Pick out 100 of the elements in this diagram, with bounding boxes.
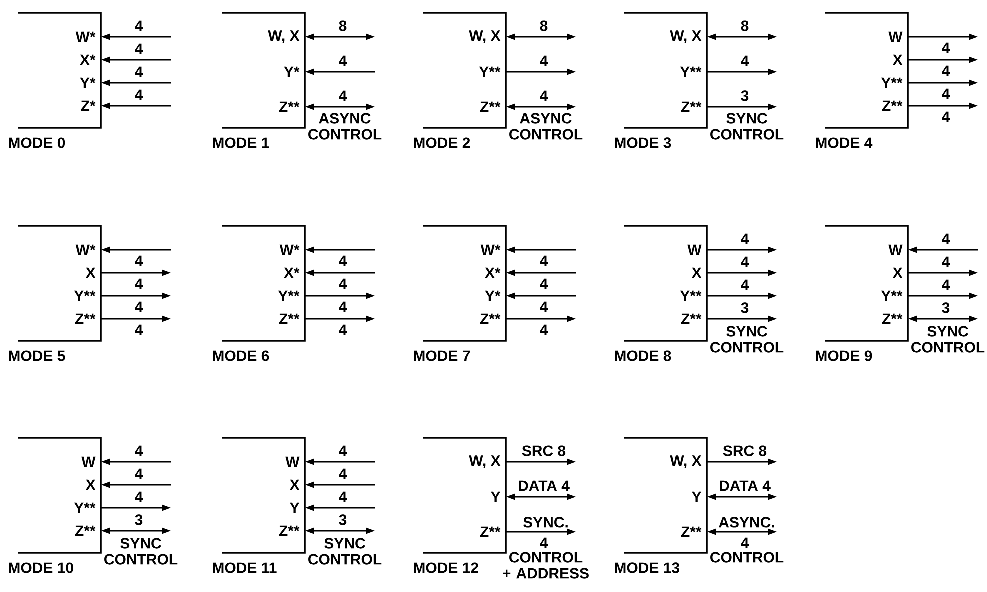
edge-label: DATA 4 <box>519 480 570 492</box>
port-label: Z** <box>681 102 702 112</box>
port-label: W <box>888 244 903 256</box>
edge-label: 4 <box>339 492 348 502</box>
control-note: ASYNC CONTROL <box>510 113 583 140</box>
edge-label: 4 <box>942 112 950 122</box>
edge-label: 8 <box>540 20 548 32</box>
edge-label: 3 <box>942 302 950 314</box>
edge-label: 4 <box>339 446 348 456</box>
edge-label: 4 <box>135 20 144 32</box>
mode-caption: MODE 6 <box>213 350 270 362</box>
port-label: X <box>86 480 96 490</box>
control-note: SYNC CONTROL <box>104 538 178 565</box>
mode-caption: MODE 9 <box>816 350 872 362</box>
control-note: SYNC CONTROL <box>710 326 784 353</box>
edge-label: 4 <box>339 56 348 66</box>
edge-label: 4 <box>339 90 348 102</box>
edge-label: 4 <box>135 302 144 312</box>
port-label: Z** <box>279 102 300 112</box>
edge-label: 4 <box>540 56 548 66</box>
control-note: ASYNC CONTROL <box>308 113 382 140</box>
port-label: Y <box>290 502 300 514</box>
port-label: W <box>286 456 300 468</box>
port-label: X <box>290 480 300 490</box>
mode-caption: MODE 0 <box>9 138 66 148</box>
edge-label: 4 <box>135 44 144 54</box>
mode-caption: MODE 1 <box>213 138 270 148</box>
port-label: W* <box>76 32 96 42</box>
control-note: SYNC CONTROL <box>912 326 985 353</box>
edge-label: 4 <box>135 446 144 456</box>
edge-label: 4 <box>135 492 144 502</box>
edge-label: 4 <box>741 234 750 244</box>
port-label: W* <box>280 244 300 256</box>
edge-label: 4 <box>540 324 548 336</box>
port-label: X <box>892 54 903 66</box>
port-label: Z* <box>81 100 96 112</box>
port-label: W, X <box>469 30 501 44</box>
edge-label: 4 <box>942 66 950 76</box>
mode-caption: MODE 3 <box>615 138 672 148</box>
edge-label: 4 <box>741 280 750 290</box>
edge-label: 4 <box>339 324 348 336</box>
edge-label: 4 <box>741 256 750 268</box>
edge-label: 4 <box>942 234 950 244</box>
port-label: W, X <box>670 30 702 44</box>
port-label: Y** <box>881 290 903 302</box>
port-label: Z** <box>75 314 96 324</box>
port-label: Z** <box>681 314 702 324</box>
edge-label: 4 <box>741 56 750 66</box>
port-label: Z** <box>480 314 501 324</box>
mode-caption: MODE 4 <box>816 138 873 148</box>
edge-label: SRC 8 <box>723 446 767 456</box>
port-label: W <box>82 456 96 468</box>
control-note: CONTROL + ADDRESS <box>503 552 589 579</box>
edge-label: SRC 8 <box>522 446 566 456</box>
edge-label: 4 <box>942 42 950 54</box>
port-label: W* <box>480 244 501 256</box>
port-label: X <box>892 268 903 278</box>
edge-label: 4 <box>339 278 348 290</box>
edge-label: 4 <box>540 256 548 266</box>
port-label: Y** <box>680 66 702 78</box>
port-label: Z** <box>279 314 300 324</box>
port-label: Y** <box>74 290 96 302</box>
edge-label: 4 <box>135 90 144 100</box>
mode-caption: MODE 2 <box>414 138 470 148</box>
edge-label: 3 <box>741 90 749 102</box>
control-note: ASYNC. <box>719 517 774 528</box>
port-label: Z** <box>882 314 903 324</box>
edge-label: 4 <box>942 256 950 268</box>
port-label: W <box>688 244 702 256</box>
mode-caption: MODE 8 <box>615 350 672 362</box>
edge-label: DATA 4 <box>720 480 771 492</box>
edge-label: 4 <box>540 302 548 312</box>
mode-caption: MODE 10 <box>9 562 74 574</box>
port-label: W, X <box>469 456 501 468</box>
edge-label: 4 <box>135 256 144 266</box>
edge-label: 3 <box>135 514 143 526</box>
port-label: Y** <box>278 290 300 302</box>
edge-label: 4 <box>135 468 144 480</box>
edge-label: 4 <box>135 278 144 290</box>
control-note: SYNC CONTROL <box>308 538 382 565</box>
port-label: X <box>86 268 96 278</box>
port-label: Y** <box>680 290 702 302</box>
edge-label: 8 <box>741 20 749 32</box>
port-label: W, X <box>670 456 702 468</box>
port-label: Z** <box>681 526 702 538</box>
port-label: W, X <box>268 30 300 44</box>
control-note: CONTROL <box>710 552 784 563</box>
port-label: Z** <box>882 100 903 112</box>
port-label: W* <box>76 244 96 256</box>
port-label: Z** <box>480 102 501 112</box>
port-label: Y <box>491 492 501 502</box>
edge-label: 4 <box>339 256 348 266</box>
port-label: Y* <box>80 78 96 88</box>
edge-label: 4 <box>540 278 548 290</box>
edge-label: 4 <box>540 538 548 548</box>
port-label: W <box>888 32 903 42</box>
control-note: SYNC. <box>524 517 568 528</box>
port-label: Z** <box>75 526 96 536</box>
port-label: Z** <box>279 526 300 536</box>
port-label: Z** <box>480 526 501 538</box>
